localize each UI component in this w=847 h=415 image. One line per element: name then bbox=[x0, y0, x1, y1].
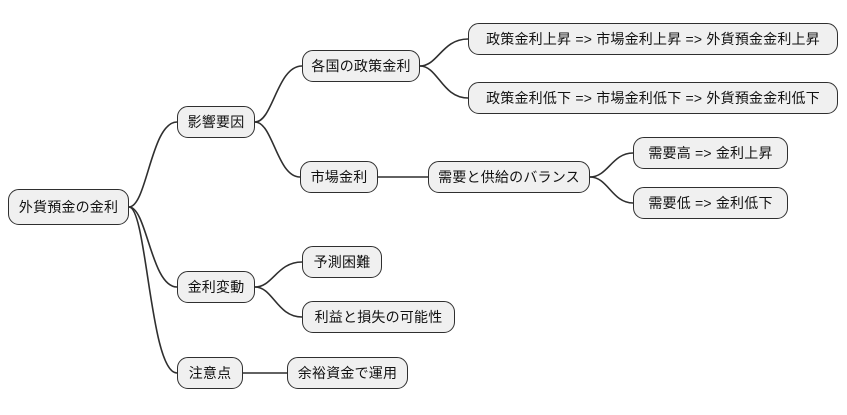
node-supply-demand-balance-label: 需要と供給のバランス bbox=[438, 169, 580, 185]
node-surplus-funds-label: 余裕資金で運用 bbox=[297, 365, 398, 381]
edge-fluctuation-to-unpredictable bbox=[254, 261, 303, 288]
node-profit-loss-possibility: 利益と損失の可能性 bbox=[302, 301, 455, 333]
node-policy-rates-label: 各国の政策金利 bbox=[311, 58, 411, 74]
edge-influence-to-policy-rates bbox=[254, 65, 303, 123]
edge-root-to-cautions bbox=[128, 206, 178, 374]
edge-influence-to-market-rate bbox=[254, 121, 301, 178]
node-demand-low: 需要低 => 金利低下 bbox=[633, 187, 788, 219]
node-influence-factors: 影響要因 bbox=[177, 106, 255, 138]
node-policy-rates: 各国の政策金利 bbox=[302, 50, 420, 82]
node-root: 外貨預金の金利 bbox=[8, 189, 129, 225]
node-policy-fall-chain-label: 政策金利低下 => 市場金利低下 => 外貨預金金利低下 bbox=[486, 90, 820, 106]
node-market-rate-label: 市場金利 bbox=[310, 169, 368, 185]
node-rate-fluctuation-label: 金利変動 bbox=[187, 279, 245, 295]
node-policy-rise-chain-label: 政策金利上昇 => 市場金利上昇 => 外貨預金金利上昇 bbox=[486, 31, 820, 47]
edge-balance-to-demand-low bbox=[589, 176, 634, 204]
node-root-label: 外貨預金の金利 bbox=[18, 199, 119, 215]
node-surplus-funds: 余裕資金で運用 bbox=[287, 357, 408, 389]
node-unpredictable-label: 予測困難 bbox=[313, 254, 371, 270]
node-profit-loss-possibility-label: 利益と損失の可能性 bbox=[314, 309, 443, 325]
edge-fluctuation-to-profit-loss bbox=[254, 286, 303, 318]
node-demand-low-label: 需要低 => 金利低下 bbox=[648, 195, 773, 211]
node-policy-rise-chain: 政策金利上昇 => 市場金利上昇 => 外貨預金金利上昇 bbox=[468, 23, 838, 55]
node-influence-factors-label: 影響要因 bbox=[187, 114, 245, 130]
edge-policy-to-fall-chain bbox=[419, 65, 469, 99]
node-demand-high-label: 需要高 => 金利上昇 bbox=[648, 145, 773, 161]
node-rate-fluctuation: 金利変動 bbox=[177, 271, 255, 303]
node-demand-high: 需要高 => 金利上昇 bbox=[633, 137, 788, 169]
node-policy-fall-chain: 政策金利低下 => 市場金利低下 => 外貨預金金利低下 bbox=[468, 82, 838, 114]
edge-root-to-influence-factors bbox=[128, 121, 178, 208]
edge-balance-to-demand-high bbox=[589, 152, 634, 178]
edge-root-to-rate-fluctuation bbox=[128, 206, 178, 288]
node-unpredictable: 予測困難 bbox=[302, 246, 382, 278]
node-market-rate: 市場金利 bbox=[300, 161, 378, 193]
edge-policy-to-rise-chain bbox=[419, 38, 469, 67]
node-cautions: 注意点 bbox=[177, 357, 243, 389]
node-cautions-label: 注意点 bbox=[188, 365, 232, 381]
node-supply-demand-balance: 需要と供給のバランス bbox=[428, 161, 590, 193]
